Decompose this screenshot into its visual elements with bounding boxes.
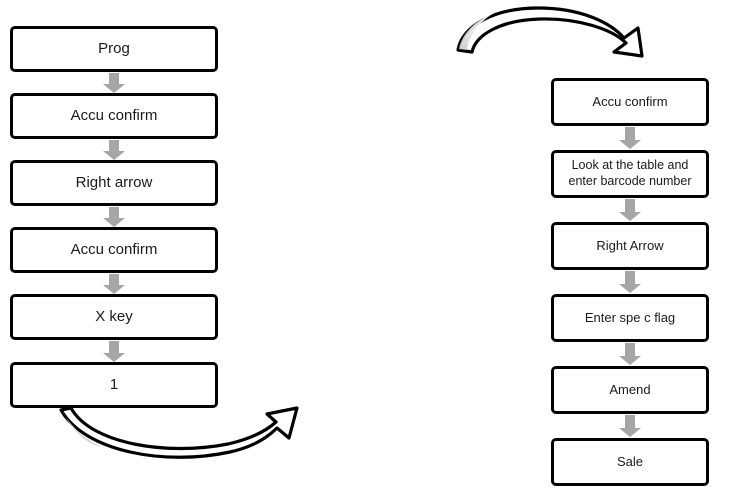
node-label: Accu confirm bbox=[70, 241, 158, 259]
connector-arrow-down bbox=[103, 207, 125, 227]
connector-arrow-down bbox=[619, 199, 641, 221]
node-accu-confirm-1: Accu confirm bbox=[10, 93, 218, 139]
node-label: Accu confirm bbox=[70, 107, 158, 125]
connector-arrow-down bbox=[619, 343, 641, 365]
node-label: Sale bbox=[616, 453, 644, 469]
connector-arrow-down bbox=[103, 341, 125, 362]
bottom-left-curve-arrow bbox=[59, 406, 299, 459]
connector-arrow-down bbox=[619, 271, 641, 293]
node-sale: Sale bbox=[551, 438, 709, 486]
node-label: Accu confirm bbox=[592, 93, 668, 109]
node-label: 1 bbox=[109, 376, 119, 394]
node-accu-confirm-2: Accu confirm bbox=[10, 227, 218, 273]
node-amend: Amend bbox=[551, 366, 709, 414]
node-look-at-table: Look at the table and enter barcode numb… bbox=[551, 150, 709, 198]
node-label: X key bbox=[95, 308, 133, 326]
node-enter-spec-flag: Enter spe c flag bbox=[551, 294, 709, 342]
node-accu-confirm-3: Accu confirm bbox=[551, 78, 709, 126]
connector-arrow-down bbox=[619, 415, 641, 437]
node-label: Prog bbox=[98, 40, 130, 58]
node-label: Right Arrow bbox=[596, 237, 664, 253]
connector-arrow-down bbox=[619, 127, 641, 149]
connector-arrow-down bbox=[103, 274, 125, 294]
connector-arrow-down bbox=[103, 73, 125, 93]
top-right-curve-arrow bbox=[456, 6, 644, 58]
node-one: 1 bbox=[10, 362, 218, 408]
node-prog: Prog bbox=[10, 26, 218, 72]
node-label: Look at the table and enter barcode numb… bbox=[568, 158, 692, 188]
node-label: Enter spe c flag bbox=[584, 309, 676, 325]
node-x-key: X key bbox=[10, 294, 218, 340]
connector-arrow-down bbox=[103, 140, 125, 160]
node-right-arrow-2: Right Arrow bbox=[551, 222, 709, 270]
node-label: Right arrow bbox=[75, 174, 153, 192]
node-right-arrow: Right arrow bbox=[10, 160, 218, 206]
node-label: Amend bbox=[609, 381, 651, 397]
